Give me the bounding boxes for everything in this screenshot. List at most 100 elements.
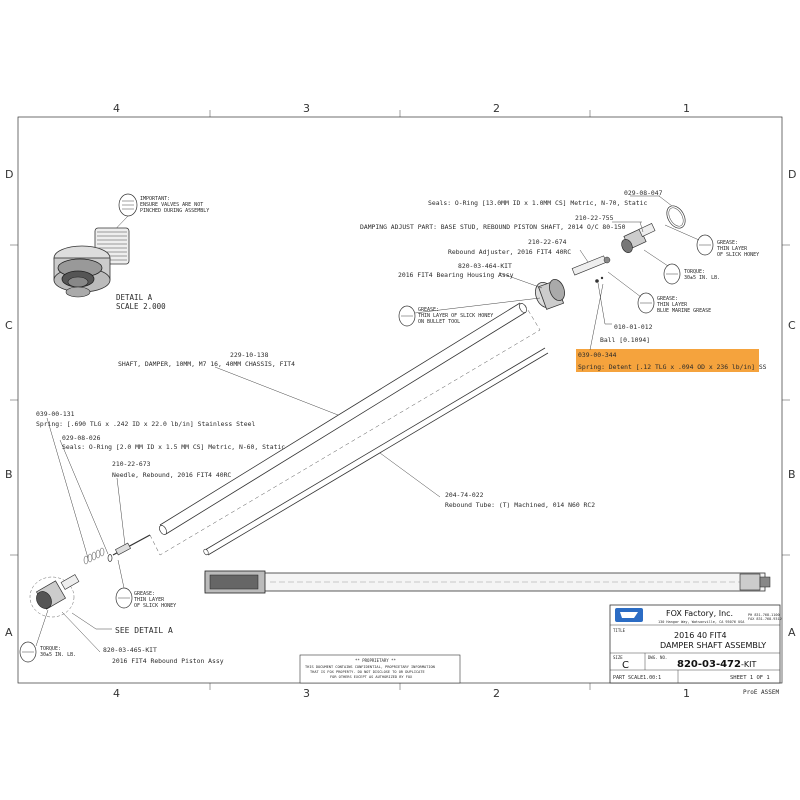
zone-right-a: A xyxy=(788,626,796,639)
torque-left-line2: 30±5 IN. LB. xyxy=(40,652,76,658)
grease-needle-line2: THIN LAYER xyxy=(134,597,165,603)
zone-left-d: D xyxy=(5,168,13,181)
torque-icon-right xyxy=(663,263,681,285)
detail-note-line1: IMPORTANT: xyxy=(140,196,170,202)
spring-description: Spring: [.690 TLG x .242 ID x 22.0 lb/in… xyxy=(36,420,255,428)
rebound-piston-part xyxy=(29,574,80,618)
grease-icon-marine xyxy=(637,292,655,314)
spring-part-number: 039-00-131 xyxy=(36,410,75,418)
assembly-path-dashed xyxy=(149,304,541,556)
spring-part xyxy=(83,547,105,565)
bearing-description: 2016 FIT4 Bearing Housing Assy xyxy=(398,271,514,279)
ball-description: Ball [0.1094] xyxy=(600,336,650,344)
grease-tool-line1: GREASE: xyxy=(418,307,439,313)
tube-part-number: 204-74-022 xyxy=(445,491,484,499)
tube-description: Rebound Tube: (T) Machined, 014 N60 RC2 xyxy=(445,501,595,509)
zone-left-b: B xyxy=(5,468,13,481)
grease-marine-line2: THIN LAYER xyxy=(657,302,688,308)
detail-a-figure: IMPORTANT: ENSURE VALVES ARE NOT PINCHED… xyxy=(53,193,209,298)
title-label: TITLE xyxy=(613,628,626,633)
detail-note-icon xyxy=(118,193,138,217)
grease-icon-adjuster xyxy=(696,234,714,256)
zone-bottom-3: 3 xyxy=(303,687,310,700)
fox-logo xyxy=(615,608,643,622)
zone-top-2: 2 xyxy=(493,102,500,115)
grease-needle-line3: OF SLICK HONEY xyxy=(134,603,176,609)
grease-note-top-line1: GREASE: xyxy=(717,240,738,246)
base-description: DAMPING ADJUST PART: BASE STUD, REBOUND … xyxy=(360,223,626,231)
damper-shaft-part xyxy=(159,302,527,535)
detail-note-line2: ENSURE VALVES ARE NOT xyxy=(140,202,203,208)
needle-description: Needle, Rebound, 2016 FIT4 40RC xyxy=(112,471,231,479)
grease-tool-line2: THIN LAYER OF SLICK HONEY xyxy=(418,313,493,319)
detail-scale: SCALE 2.000 xyxy=(116,302,166,311)
zone-right-d: D xyxy=(788,168,796,181)
bearing-housing-part xyxy=(535,278,565,310)
size-value: C xyxy=(622,660,629,671)
seal-part-number: 029-08-047 xyxy=(624,189,663,197)
company-address: 130 Hangar Way, Watsonville, CA 95076 US… xyxy=(658,620,745,624)
zone-right-c: C xyxy=(788,319,796,332)
detail-title: DETAIL A xyxy=(116,293,153,302)
torque-icon-left xyxy=(19,641,37,663)
torque-right-line2: 30±5 IN. LB. xyxy=(684,275,720,281)
proprietary-line1: ** PROPRIETARY ** xyxy=(355,658,397,663)
detail-note-line3: PINCHED DURING ASSEMBLY xyxy=(140,208,209,214)
grease-marine-line1: GREASE: xyxy=(657,296,678,302)
zone-top-4: 4 xyxy=(113,102,120,115)
zone-right-b: B xyxy=(788,468,796,481)
dwg-suffix: -KIT xyxy=(741,660,756,669)
zone-bottom-2: 2 xyxy=(493,687,500,700)
zone-top-3: 3 xyxy=(303,102,310,115)
sheet-border xyxy=(17,116,783,684)
proprietary-line3: THAT IS FOX PROPERTY. DO NOT DISCLOSE TO… xyxy=(310,670,425,674)
highlighted-callout xyxy=(576,349,759,372)
company-phone: PH 831-768-1100 xyxy=(748,613,780,617)
ball-part xyxy=(595,276,604,283)
oring-small-part xyxy=(107,554,113,562)
adjuster-part-number: 210-22-674 xyxy=(528,238,567,246)
grease-tool-line3: ON BULLET TOOL xyxy=(418,319,460,325)
rebound-adjuster-part xyxy=(571,255,611,276)
grease-icon-needle xyxy=(115,587,133,609)
zone-bottom-1: 1 xyxy=(683,687,690,700)
see-detail-label: SEE DETAIL A xyxy=(115,626,173,635)
zone-left-a: A xyxy=(5,626,13,639)
grease-icon-bullet-tool xyxy=(398,305,416,327)
bearing-part-number: 820-03-464-KIT xyxy=(458,262,512,270)
proprietary-line4: FOR OTHERS EXCEPT AS AUTHORIZED BY FOX xyxy=(330,675,413,679)
company-name: FOX Factory, Inc. xyxy=(666,609,733,618)
assembled-shaft-view xyxy=(204,570,771,594)
oring-part-number: 029-08-026 xyxy=(62,434,101,442)
dwg-label: DWG. NO. xyxy=(648,655,667,660)
spring-detent-part-number: 039-00-344 xyxy=(578,351,617,359)
grease-marine-line3: BLUE MARINE GREASE xyxy=(657,308,711,314)
spring-detent-description: Spring: Detent [.12 TLG x .094 OD x 236 … xyxy=(578,363,767,371)
rebound-tube-part xyxy=(203,347,549,556)
base-part-number: 210-22-755 xyxy=(575,214,614,222)
part-scale: PART SCALE1.00:1 xyxy=(613,675,661,681)
dwg-number: 820-03-472 xyxy=(677,659,741,670)
footer-label: ProE ASSEM xyxy=(743,689,780,696)
ball-part-number: 010-01-012 xyxy=(614,323,653,331)
shaft-part-number: 229-10-138 xyxy=(230,351,269,359)
title-line1: 2016 40 FIT4 xyxy=(674,631,727,640)
zone-ticks xyxy=(10,110,790,690)
grease-note-top-line3: OF SLICK HONEY xyxy=(717,252,759,258)
torque-right-line1: TORQUE: xyxy=(684,269,705,275)
zone-left-c: C xyxy=(5,319,13,332)
size-label: SIZE xyxy=(613,655,623,660)
torque-left-line1: TORQUE: xyxy=(40,646,61,652)
title-line2: DAMPER SHAFT ASSEMBLY xyxy=(660,641,766,650)
oring-part xyxy=(666,205,686,229)
needle-part-number: 210-22-673 xyxy=(112,460,151,468)
adjuster-description: Rebound Adjuster, 2016 FIT4 40RC xyxy=(448,248,571,256)
zone-top-1: 1 xyxy=(683,102,690,115)
sheet-number: SHEET 1 OF 1 xyxy=(730,675,770,681)
base-stud-part xyxy=(621,223,656,253)
needle-part xyxy=(112,534,151,556)
proprietary-line2: THIS DOCUMENT CONTAINS CONFIDENTIAL, PRO… xyxy=(305,665,435,669)
shaft-description: SHAFT, DAMPER, 10MM, M7 16, 40MM CHASSIS… xyxy=(118,360,295,368)
zone-bottom-4: 4 xyxy=(113,687,120,700)
